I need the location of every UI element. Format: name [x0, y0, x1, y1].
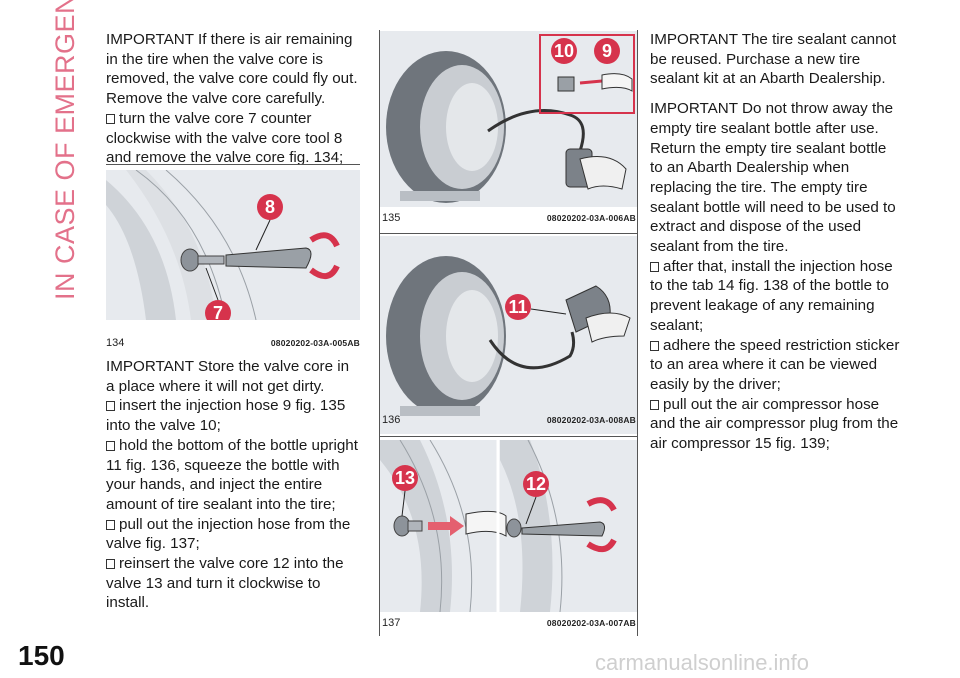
figure-code: 08020202-03A-008AB — [546, 415, 636, 425]
step-insert-hose: insert the injection hose 9 fig. 135 int… — [106, 396, 360, 435]
step-hold-bottle: hold the bottom of the bottle upright 11… — [106, 436, 360, 515]
figure-rule — [380, 436, 637, 437]
watermark: carmanualsonline.info — [595, 650, 810, 675]
caption-135: 135 08020202-03A-006AB — [382, 212, 636, 224]
figure-number: 136 — [382, 414, 401, 426]
detail-inset — [539, 34, 635, 114]
step-text: hold the bottom of the bottle upright 11… — [106, 436, 358, 513]
step-reinsert-core: reinsert the valve core 12 into the valv… — [106, 554, 360, 613]
callout-12-badge — [523, 471, 549, 497]
bullet-icon — [106, 516, 119, 533]
step-pull-compressor-hose: pull out the air compressor hose and the… — [650, 395, 902, 454]
reinsert-valve-core-illustration: 13 12 — [380, 440, 637, 612]
figure-135: 10 9 — [380, 31, 637, 207]
callout-8: 8 — [265, 197, 275, 217]
step-text: after that, install the injection hose t… — [650, 257, 893, 334]
step-text: pull out the air compressor hose and the… — [650, 395, 899, 453]
step-text: turn the valve core 7 counter clockwise … — [106, 109, 344, 167]
callout-8-badge — [257, 194, 283, 220]
caption-136: 136 08020202-03A-008AB — [382, 414, 636, 426]
paragraph-important-air: IMPORTANT If there is air remaining in t… — [106, 31, 358, 108]
paragraph-important-reuse: IMPORTANT The tire sealant cannot be reu… — [650, 31, 897, 88]
bullet-icon — [106, 110, 119, 127]
bullet-icon — [106, 555, 119, 572]
paragraph-important-bottle: IMPORTANT Do not throw away the empty ti… — [650, 100, 896, 256]
callout-7-badge — [205, 300, 231, 320]
callout-10-badge — [551, 38, 577, 64]
step-install-hose-tab: after that, install the injection hose t… — [650, 257, 902, 336]
callout-12: 12 — [526, 474, 546, 494]
callout-7: 7 — [213, 303, 223, 320]
injection-hose-illustration: 10 9 — [380, 31, 637, 207]
valve-core-removal-illustration: 8 7 — [106, 170, 360, 320]
figure-134: 8 7 — [106, 170, 360, 320]
figure-137: 13 12 — [380, 440, 637, 612]
figure-number: 134 — [106, 337, 125, 349]
bullet-icon — [106, 437, 119, 454]
callout-9-badge — [594, 38, 620, 64]
text-column-left: IMPORTANT If there is air remaining in t… — [106, 30, 360, 178]
figure-code: 08020202-03A-005AB — [270, 338, 360, 348]
step-text: pull out the injection hose from the val… — [106, 515, 351, 553]
column-divider-right — [637, 30, 638, 636]
step-adhere-sticker: adhere the speed restriction sticker to … — [650, 336, 902, 395]
step-text: insert the injection hose 9 fig. 135 int… — [106, 397, 346, 435]
step-pull-hose: pull out the injection hose from the val… — [106, 515, 360, 554]
figure-number: 135 — [382, 212, 401, 224]
figure-code: 08020202-03A-007AB — [546, 618, 636, 628]
step-remove-valve-core: turn the valve core 7 counter clockwise … — [106, 109, 360, 168]
bullet-icon — [650, 337, 663, 354]
bullet-icon — [650, 396, 663, 413]
squeeze-bottle-illustration: 11 — [380, 236, 637, 434]
callout-11-badge — [505, 294, 531, 320]
callout-11: 11 — [508, 297, 527, 317]
callout-13-badge — [392, 465, 418, 491]
caption-137: 137 08020202-03A-007AB — [382, 617, 636, 629]
text-column-left-lower: IMPORTANT Store the valve core in a plac… — [106, 357, 360, 613]
text-column-right: IMPORTANT The tire sealant cannot be reu… — [650, 30, 902, 454]
figure-top-rule — [106, 164, 360, 165]
step-text: reinsert the valve core 12 into the valv… — [106, 555, 344, 612]
figure-136: 11 — [380, 236, 637, 434]
caption-134: 134 08020202-03A-005AB — [106, 337, 360, 349]
figure-rule — [380, 233, 637, 234]
bullet-icon — [650, 258, 663, 275]
section-title: IN CASE OF EMERGENCY — [50, 0, 80, 300]
step-text: adhere the speed restriction sticker to … — [650, 336, 900, 393]
callout-10: 10 — [554, 41, 574, 61]
figure-code: 08020202-03A-006AB — [546, 213, 636, 223]
bullet-icon — [106, 397, 119, 414]
paragraph-important-store: IMPORTANT Store the valve core in a plac… — [106, 358, 350, 395]
page-number: 150 — [18, 640, 65, 671]
figure-number: 137 — [382, 617, 401, 629]
column-divider-left — [379, 30, 380, 636]
callout-13: 13 — [395, 468, 415, 488]
callout-9: 9 — [602, 41, 612, 61]
